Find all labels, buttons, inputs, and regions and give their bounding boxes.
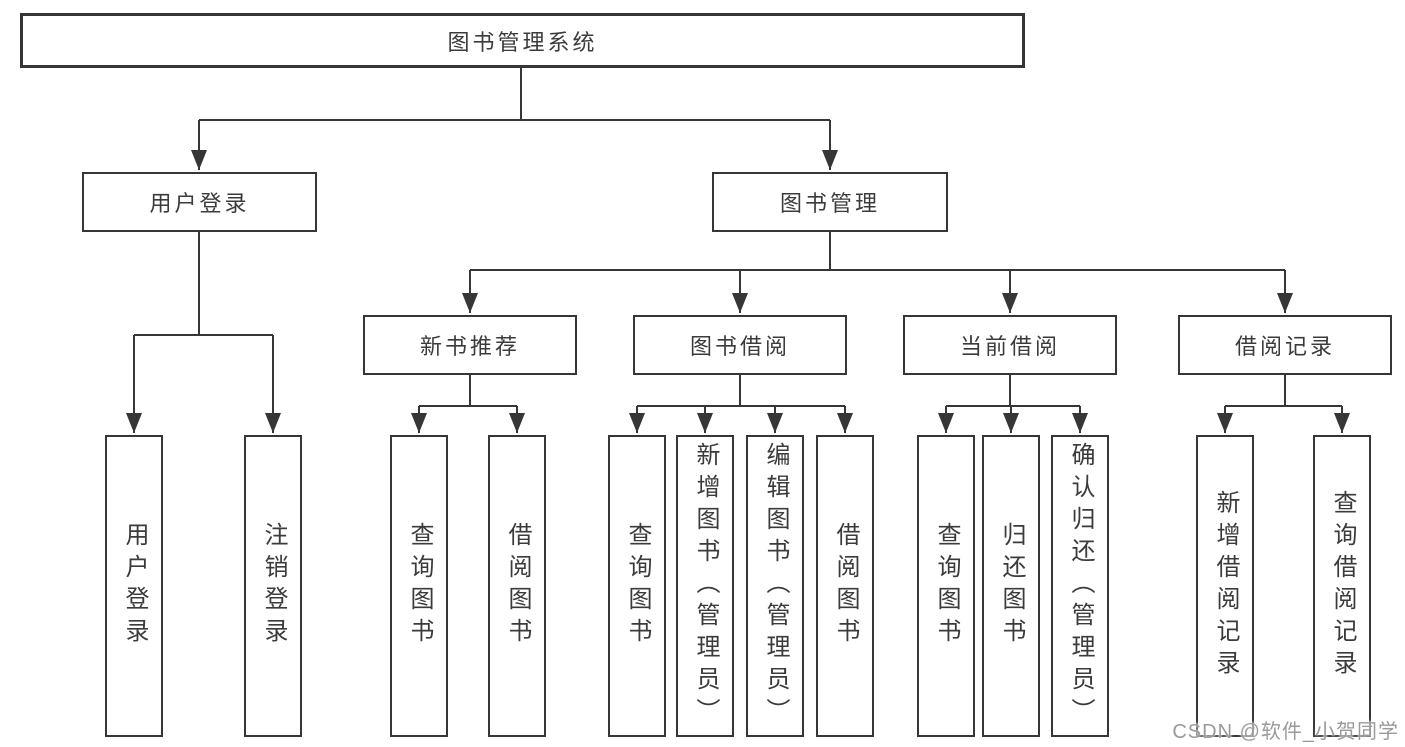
node-label: 用户登录 [149,191,250,216]
node-label: 图书管理系统 [447,29,598,55]
node-borrowing-records: 借阅记录 [1178,315,1392,375]
leaf-borrow-books-recommend: 借阅图书 [488,435,546,737]
leaf-logout: 注销登录 [244,435,302,737]
node-label: 借阅记录 [1234,334,1335,359]
node-library-management-system: 图书管理系统 [20,13,1025,68]
node-label: 图书借阅 [689,334,790,359]
leaf-label: 注销登录 [260,522,287,650]
leaf-query-books-recommend: 查询图书 [390,435,448,737]
leaf-confirm-return-admin: 确认归还（管理员） [1051,435,1109,737]
leaf-label: 归还图书 [998,522,1025,650]
leaf-add-books-admin: 新增图书（管理员） [676,435,734,737]
leaf-label: 新增图书（管理员） [692,442,719,730]
node-user-login: 用户登录 [82,172,317,232]
leaf-label: 编辑图书（管理员） [762,442,789,730]
node-current-borrowing: 当前借阅 [903,315,1117,375]
node-book-management: 图书管理 [712,172,948,232]
csdn-watermark: CSDN @软件_小贺同学 [1172,721,1399,743]
node-label: 当前借阅 [959,334,1060,359]
leaf-label: 查询图书 [406,522,433,650]
leaf-add-borrow-record: 新增借阅记录 [1196,435,1254,737]
leaf-label: 借阅图书 [832,522,859,650]
leaf-query-books-borrow: 查询图书 [608,435,666,737]
node-label: 图书管理 [779,191,880,216]
leaf-label: 新增借阅记录 [1212,490,1239,682]
leaf-label: 查询图书 [933,522,960,650]
leaf-label: 查询图书 [624,522,651,650]
leaf-query-borrow-record: 查询借阅记录 [1313,435,1371,737]
leaf-query-books-current: 查询图书 [917,435,975,737]
node-new-book-recommendation: 新书推荐 [363,315,577,375]
leaf-label: 查询借阅记录 [1329,490,1356,682]
leaf-return-books: 归还图书 [982,435,1040,737]
leaf-label: 确认归还（管理员） [1067,442,1094,730]
node-book-borrowing: 图书借阅 [633,315,847,375]
leaf-user-login: 用户登录 [105,435,163,737]
leaf-borrow-books: 借阅图书 [816,435,874,737]
node-label: 新书推荐 [419,334,520,359]
leaf-label: 用户登录 [121,522,148,650]
leaf-edit-books-admin: 编辑图书（管理员） [746,435,804,737]
leaf-label: 借阅图书 [504,522,531,650]
